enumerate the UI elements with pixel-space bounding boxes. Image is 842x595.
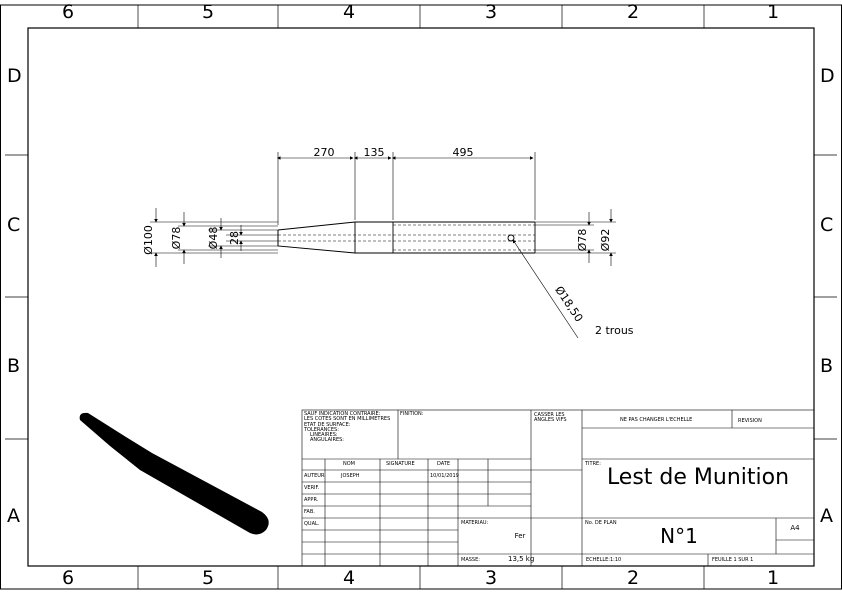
dim-135: 135 bbox=[364, 146, 385, 159]
hole-note: 2 trous bbox=[595, 324, 634, 337]
mass-label: MASSE: bbox=[461, 557, 480, 563]
zone-col-4-bottom: 4 bbox=[343, 567, 356, 589]
edges-label: CASSER LES ANGLES VIFS bbox=[534, 412, 567, 424]
zone-col-1-top: 1 bbox=[767, 1, 780, 23]
material-value: Fer bbox=[514, 532, 526, 540]
note-line: LES COTES SONT EN MILLIMETRES bbox=[304, 416, 391, 423]
note-line: TOLERANCES: bbox=[304, 426, 339, 433]
zone-row-d-right: D bbox=[820, 65, 835, 87]
zone-col-5-bottom: 5 bbox=[202, 567, 215, 589]
zone-row-d-left: D bbox=[7, 65, 22, 87]
material-label: MATERIAU: bbox=[461, 520, 489, 526]
zone-col-3-bottom: 3 bbox=[485, 567, 498, 589]
dim-28: 28 bbox=[228, 231, 241, 245]
no-scale-note: NE PAS CHANGER L'ECHELLE bbox=[620, 417, 693, 423]
scale-value: ECHELLE:1:10 bbox=[586, 557, 622, 563]
dim-dia-78-right: Ø78 bbox=[576, 229, 589, 252]
drawing-title: Lest de Munition bbox=[606, 465, 790, 490]
auteur-date: 10/01/2019 bbox=[430, 473, 459, 479]
zone-row-a-right: A bbox=[820, 505, 833, 527]
zone-col-3-top: 3 bbox=[485, 1, 498, 23]
title-block-grid bbox=[301, 409, 815, 567]
note-line: LINEAIRES: bbox=[310, 432, 338, 438]
dimension-lines bbox=[150, 152, 616, 339]
edges-line: ANGLES VIFS bbox=[534, 417, 567, 424]
mass-value: 13,5 kg bbox=[508, 555, 535, 563]
title-label: TITRE: bbox=[585, 461, 601, 467]
col-date: DATE bbox=[437, 461, 451, 467]
edges-line: CASSER LES bbox=[534, 412, 565, 418]
zone-col-2-bottom: 2 bbox=[627, 567, 640, 589]
note-line: ETAT DE SURFACE: bbox=[304, 421, 351, 428]
zone-row-b-left: B bbox=[7, 355, 21, 377]
dim-dia-78-left: Ø78 bbox=[170, 227, 183, 250]
row-qual: QUAL. bbox=[304, 521, 320, 527]
dim-495: 495 bbox=[453, 146, 474, 159]
dim-dia-92: Ø92 bbox=[599, 229, 612, 252]
isometric-view bbox=[79, 412, 269, 535]
zone-ticks bbox=[5, 5, 837, 589]
note-line: SAUF INDICATION CONTRAIRE: bbox=[304, 411, 381, 417]
col-signature: SIGNATURE bbox=[386, 461, 415, 467]
drawing-no-label: No. DE PLAN bbox=[585, 520, 617, 526]
row-verif: VERIF. bbox=[304, 485, 320, 491]
drawing-no: N°1 bbox=[660, 524, 698, 548]
format-value: A4 bbox=[790, 524, 800, 532]
dim-dia-100: Ø100 bbox=[142, 225, 155, 255]
zone-row-c-left: C bbox=[7, 214, 21, 236]
zone-col-4-top: 4 bbox=[343, 1, 356, 23]
part-view bbox=[277, 221, 536, 254]
row-auteur: AUTEUR bbox=[304, 473, 325, 479]
auteur-name: JOSEPH bbox=[341, 473, 360, 479]
finish-label: FINITION: bbox=[400, 411, 424, 417]
zone-col-2-top: 2 bbox=[627, 1, 640, 23]
col-nom: NOM bbox=[343, 461, 355, 467]
general-notes: SAUF INDICATION CONTRAIRE: LES COTES SON… bbox=[304, 411, 398, 444]
zone-col-6-top: 6 bbox=[62, 1, 75, 23]
revision-label: REVISION bbox=[738, 418, 762, 424]
outer-frame bbox=[0, 4, 842, 590]
dim-dia-48: Ø48 bbox=[207, 227, 220, 250]
sheet-value: FEUILLE 1 SUR 1 bbox=[712, 557, 754, 563]
zone-col-6-bottom: 6 bbox=[62, 567, 75, 589]
dim-270: 270 bbox=[314, 146, 335, 159]
zone-col-5-top: 5 bbox=[202, 1, 215, 23]
dim-hole-dia: Ø18,50 bbox=[552, 284, 585, 325]
row-fab: FAB. bbox=[304, 509, 315, 515]
zone-row-c-right: C bbox=[820, 214, 834, 236]
zone-row-b-right: B bbox=[820, 355, 834, 377]
row-appr: APPR. bbox=[304, 497, 319, 503]
note-line: ANGULAIRES: bbox=[310, 437, 344, 444]
zone-row-a-left: A bbox=[7, 505, 20, 527]
zone-col-1-bottom: 1 bbox=[767, 567, 780, 589]
hole-circle bbox=[507, 234, 515, 242]
